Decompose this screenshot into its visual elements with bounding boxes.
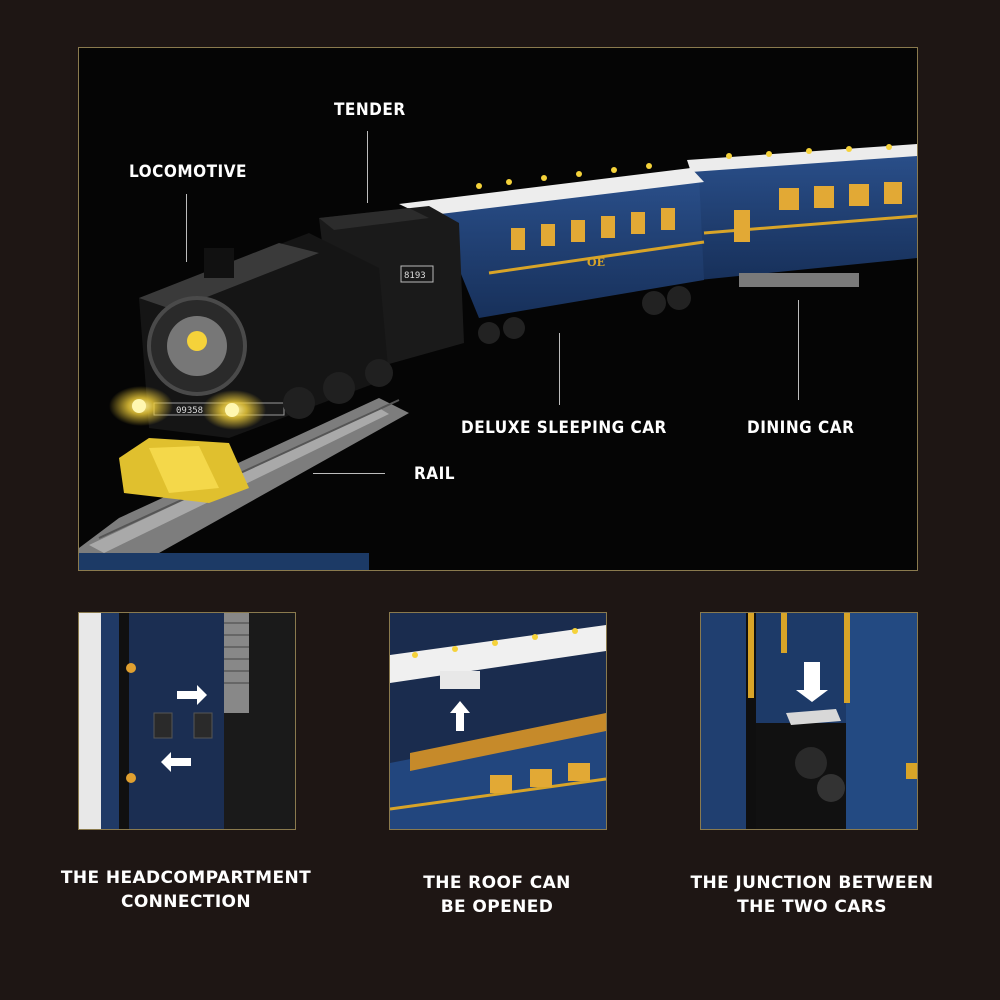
sleeping-car-label: DELUXE SLEEPING CAR — [461, 418, 667, 438]
train-illustration: OE 8193 09358 — [79, 144, 917, 570]
feature-junction-caption: THE JUNCTION BETWEEN THE TWO CARS — [682, 871, 942, 919]
sleeping-car-leader-line — [559, 333, 560, 405]
dining-car — [687, 144, 917, 287]
tender-leader-line — [367, 131, 368, 203]
tender-number: 8193 — [404, 271, 426, 281]
arrow-down-icon — [796, 662, 828, 702]
dining-car-label: DINING CAR — [747, 418, 855, 438]
caption-line: THE ROOF CAN — [423, 873, 571, 893]
locomotive-label: LOCOMOTIVE — [129, 162, 247, 182]
rail-leader-line — [313, 473, 385, 474]
feature-junction-photo — [700, 612, 918, 830]
sleeping-car: OE — [399, 163, 705, 344]
locomotive: 09358 — [109, 233, 393, 503]
car-marking: OE — [587, 256, 605, 269]
caption-line: BE OPENED — [440, 897, 554, 917]
feature-roof-caption: THE ROOF CAN BE OPENED — [367, 871, 627, 919]
arrow-up-icon — [450, 701, 470, 731]
arrow-left-icon — [161, 752, 191, 772]
feature-roof-photo — [389, 612, 607, 830]
locomotive-leader-line — [186, 194, 187, 262]
caption-line: CONNECTION — [120, 892, 252, 912]
feature-headcompartment-caption: THE HEADCOMPARTMENT CONNECTION — [56, 866, 316, 914]
caption-line: THE JUNCTION BETWEEN — [690, 873, 934, 893]
caption-line: THE HEADCOMPARTMENT — [60, 868, 312, 888]
locomotive-plate: 09358 — [176, 406, 203, 416]
rail-label: RAIL — [414, 464, 456, 484]
feature-headcompartment-photo — [78, 612, 296, 830]
caption-line: THE TWO CARS — [737, 897, 887, 917]
arrow-right-icon — [177, 685, 207, 705]
dining-car-leader-line — [798, 300, 799, 400]
hero-photo: OE 8193 09358 — [78, 47, 918, 571]
tender-label: TENDER — [334, 100, 406, 120]
